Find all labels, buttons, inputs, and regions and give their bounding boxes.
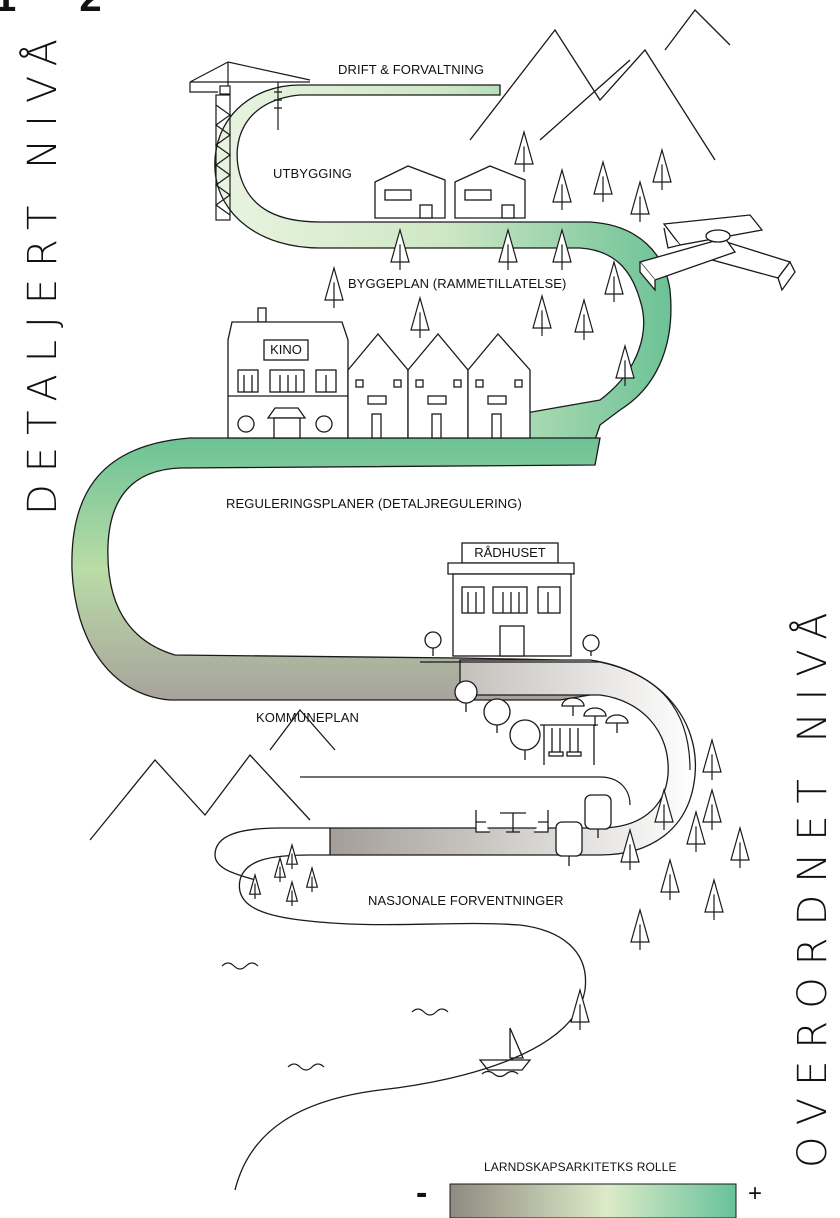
vertical-label-right: OVERORDNET NIVÅ [790, 600, 836, 1168]
stage-label-byggeplan: BYGGEPLAN (RAMMETILLATELSE) [348, 276, 567, 291]
tree-icon [273, 855, 287, 882]
bench-structure [638, 214, 796, 292]
tree-icon [305, 865, 319, 892]
tree-icon [390, 227, 410, 270]
legend-plus: + [748, 1180, 763, 1207]
stage-label-drift: DRIFT & FORVALTNING [338, 62, 485, 77]
trees [248, 129, 750, 1030]
tree-icon [498, 227, 518, 270]
row-houses [347, 332, 531, 439]
stage-label-kommuneplan: KOMMUNEPLAN [256, 710, 359, 725]
tree-icon [552, 167, 572, 210]
corner-mark: 1 2 [0, 0, 128, 21]
crane [189, 61, 311, 221]
tree-icon [532, 293, 552, 336]
tree-icon [514, 129, 534, 172]
tree-icon [630, 907, 650, 950]
tree-icon [570, 987, 590, 1030]
tree-icon [730, 825, 750, 868]
tree-icon [285, 842, 299, 869]
road-bottom-loop [329, 659, 697, 856]
tree-icon [702, 737, 722, 780]
legend-title: LARNDSKAPSARKITETKS ROLLE [484, 1160, 677, 1174]
radhuset-sign: RÅDHUSET [474, 545, 546, 560]
tree-icon [248, 872, 262, 899]
tree-icon [285, 879, 299, 906]
legend-gradient-bar [449, 1183, 737, 1218]
radhuset-building [424, 542, 600, 657]
kino-building [227, 307, 349, 439]
mountains-bottom [89, 708, 336, 841]
stage-label-nasjonale: NASJONALE FORVENTNINGER [368, 893, 564, 908]
sailboat [478, 1027, 532, 1078]
stage-label-utbygging: UTBYGGING [273, 166, 352, 181]
tree-icon [660, 857, 680, 900]
stage-label-regulering: REGULERINGSPLANER (DETALJREGULERING) [226, 496, 522, 511]
tree-icon [702, 787, 722, 830]
tree-icon [704, 877, 724, 920]
tree-icon [324, 265, 344, 308]
tree-icon [652, 147, 672, 190]
tree-icon [654, 787, 674, 830]
tree-icon [615, 343, 635, 386]
tree-icon [552, 227, 572, 270]
vertical-label-left: DETALJERT NIVÅ [20, 26, 66, 515]
tree-icon [593, 159, 613, 202]
kino-sign: KINO [270, 342, 302, 357]
tree-icon [410, 295, 430, 338]
river [214, 827, 587, 1191]
legend-minus: - [416, 1174, 428, 1212]
tree-icon [686, 809, 706, 852]
park-furniture [454, 680, 629, 866]
tree-icon [604, 259, 624, 302]
tree-icon [574, 297, 594, 340]
tree-icon [630, 179, 650, 222]
water-waves [221, 962, 449, 1071]
mountains-top [469, 9, 731, 161]
tree-icon [620, 827, 640, 870]
houses-utbygging [374, 165, 526, 219]
